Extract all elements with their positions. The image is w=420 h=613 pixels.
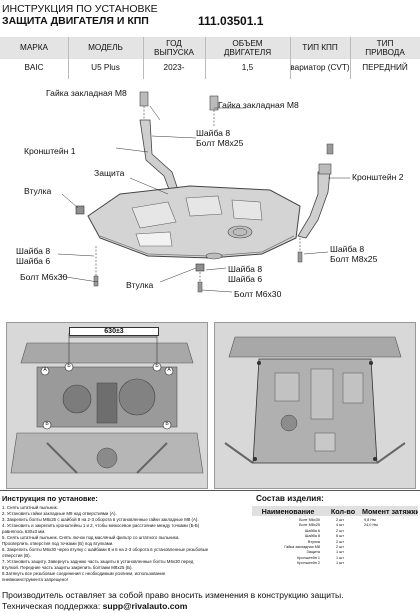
spec-separator (350, 37, 351, 79)
instruction-step: 1. Снять штатный пыльник. (2, 505, 58, 510)
callout-washer-right: Шайба 8 (330, 244, 365, 254)
callout-bushing-left: Втулка (24, 186, 52, 196)
instruction-step: 6. Закрепить болты М6х30 через втулку с … (2, 547, 209, 552)
kit-row: Гайка закладная М8 2 шт (284, 544, 344, 549)
spec-separator (205, 37, 206, 79)
section-divider (0, 490, 420, 491)
title-line-1: ИНСТРУКЦИЯ ПО УСТАНОВКЕ (2, 3, 158, 15)
kit-col-torque: Момент затяжки (362, 507, 418, 516)
kit-row: Втулка 2 шт (307, 539, 344, 544)
callout-washer-6-left: Шайба 6 (16, 256, 51, 266)
instruction-step: втулкой. Передние часть защиты закрепить… (2, 565, 133, 570)
callout-washer-6-mid: Шайба 6 (228, 274, 263, 284)
instruction-step: 3. Закрепить болты М8х25 с шайбой 8 на 2… (2, 517, 199, 522)
instruction-step: отверстия (В). (2, 553, 31, 558)
marker-b-right: Б (155, 363, 159, 369)
photo-underbody-after (214, 322, 416, 489)
callout-guard: Защита (94, 168, 125, 178)
underbody-before-drawing (7, 323, 207, 488)
spec-table-header (0, 37, 420, 59)
spec-value-gearbox: вариатор (CVT) (290, 63, 350, 72)
spec-header-brand: МАРКА (20, 43, 48, 52)
kit-table-body: Болт М6х30 2 шт 9,8 Нм Болт М8х25 4 шт 2… (252, 518, 418, 567)
spec-header-model: МОДЕЛЬ (88, 43, 123, 52)
callout-nut-left: Гайка закладная М8 (46, 88, 127, 98)
kit-col-qty: Кол-во (330, 507, 356, 516)
instruction-step: 5. Снять штатный пыльник. Снять лючок по… (2, 535, 180, 540)
guard-drawing (57, 91, 350, 293)
instruction-step: равнялось 630±3 мм. (2, 529, 46, 534)
support-email: supp@rivalauto.com (102, 601, 188, 611)
kit-title: Состав изделия: (256, 494, 324, 503)
underbody-after-drawing (215, 323, 415, 488)
instruction-step: 4. Установить и закрепить кронштейны 1 и… (2, 523, 200, 528)
kit-table-header: Наименование Кол-во Момент затяжки (252, 506, 418, 516)
spec-separator (143, 37, 144, 79)
callout-bolt-top: Болт М8х25 (196, 138, 244, 148)
spec-header-gearbox: ТИП КПП (302, 43, 338, 52)
callout-washer-8-mid: Шайба 8 (228, 264, 263, 274)
callout-bracket-2: Кронштейн 2 (352, 172, 404, 182)
callout-bolt-mid: Болт М6х30 (234, 289, 282, 299)
marker-a-left: А (43, 367, 47, 373)
callout-bracket-1: Кронштейн 1 (24, 146, 76, 156)
marker-b-left: Б (67, 363, 71, 369)
part-number: 111.03501.1 (198, 14, 264, 28)
kit-row: Болт М6х30 2 шт 9,8 Нм (299, 518, 376, 522)
instruction-step: 8.Затянуть все резьбовые соединения с не… (2, 571, 166, 576)
instructions-title: Инструкция по установке: (2, 494, 98, 503)
instruction-step: 2. Установить гайки закладные М8 над отв… (2, 511, 117, 516)
kit-col-name: Наименование (261, 507, 315, 516)
support-label: Техническая поддержка: (2, 601, 103, 611)
spec-value-drive: ПЕРЕДНИЙ (362, 63, 408, 72)
callout-bolt-left: Болт М6х30 (20, 272, 68, 282)
callout-nut-right: Гайка закладная М8 (218, 100, 299, 110)
exploded-diagram: Гайка закладная М8 Гайка закладная М8 Ша… (0, 86, 420, 316)
kit-row: Кронштейн 2 1 шт (297, 561, 344, 566)
spec-value-year: 2023- (163, 63, 185, 72)
callout-washer-top: Шайба 8 (196, 128, 231, 138)
spec-value-engine: 1,5 (241, 63, 254, 72)
spec-value-model: U5 Plus (91, 63, 120, 72)
instruction-step: Просверлить отверстия под точками (Б) по… (2, 541, 114, 546)
kit-row: Шайба 6 2 шт (304, 528, 344, 533)
kit-row: Болт М8х25 4 шт 24,0 Нм (299, 523, 378, 528)
spec-separator (290, 37, 291, 79)
spec-separator (68, 37, 69, 79)
instruction-step: пневмоинструмента запрещено! (2, 577, 68, 582)
callout-bushing-mid: Втулка (126, 280, 154, 290)
marker-v-right: В (165, 421, 169, 427)
marker-a-right: А (167, 367, 171, 373)
kit-row: Кронштейн 1 1 шт (297, 555, 344, 560)
dimension-label: 630±3 (69, 327, 159, 336)
callout-washer-8-left: Шайба 8 (16, 246, 51, 256)
spec-value-brand: BAIC (24, 63, 44, 72)
photo-underbody-before: 630±3 А А Б Б В В (6, 322, 208, 489)
footer-support: Техническая поддержка: supp@rivalauto.co… (2, 601, 187, 611)
callout-bolt-right: Болт М8х25 (330, 254, 378, 264)
marker-v-left: В (45, 421, 49, 427)
kit-row: Шайба 8 6 шт (304, 534, 344, 539)
footer-rights: Производитель оставляет за собой право в… (2, 590, 344, 600)
title-line-2: ЗАЩИТА ДВИГАТЕЛЯ И КПП (2, 15, 149, 27)
instruction-step: 7. Установить защиту. Завернуть заднюю ч… (2, 559, 194, 564)
instructions-list: 1. Снять штатный пыльник. 2. Установить … (2, 505, 248, 583)
kit-row: Защита 1 шт (306, 550, 344, 555)
